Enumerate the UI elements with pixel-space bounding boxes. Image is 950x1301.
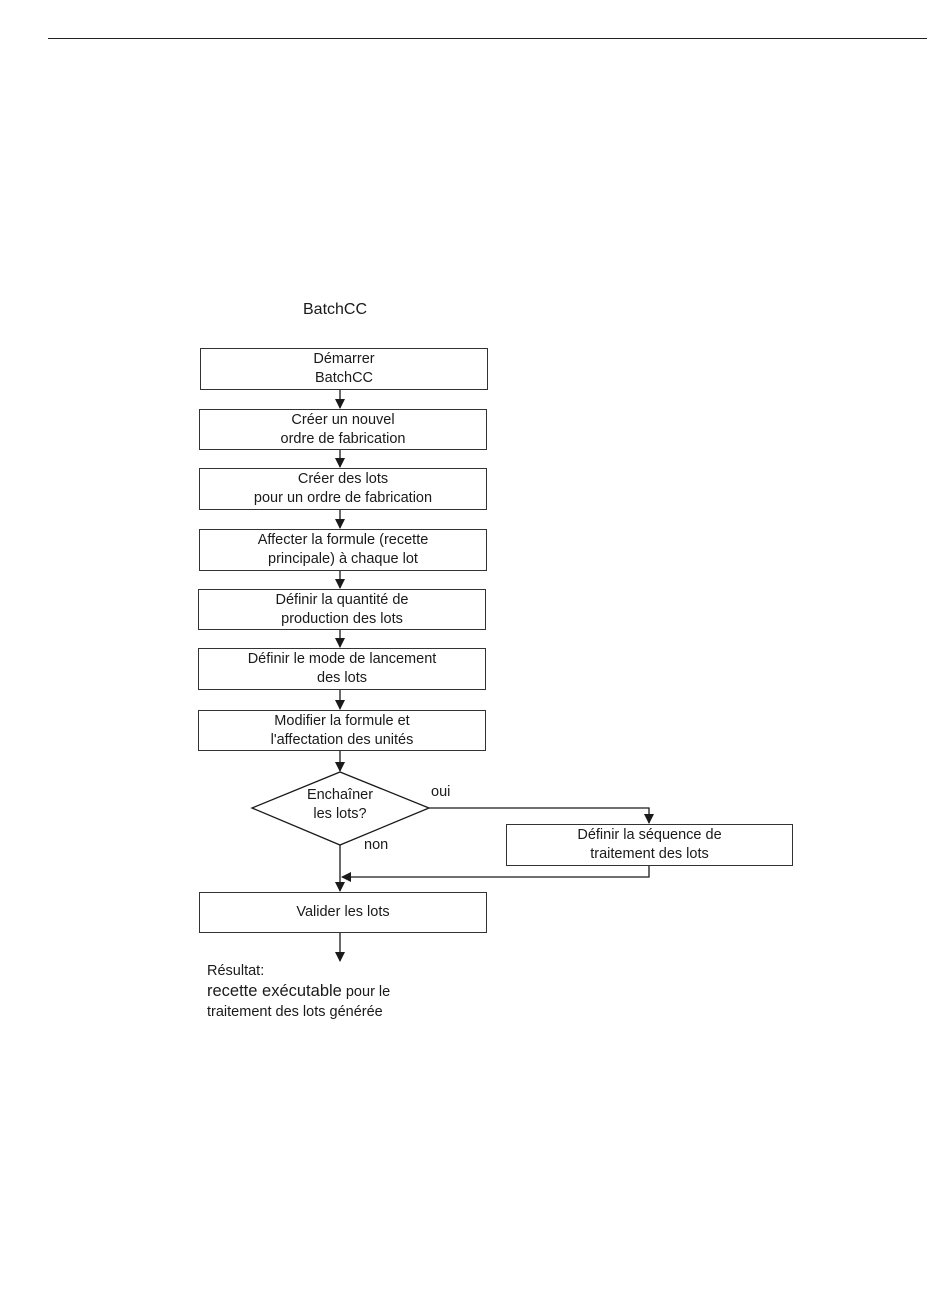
decision-line1: Enchaîner <box>306 787 374 803</box>
arrow-return <box>341 865 650 882</box>
result-line2: recette exécutable pour le <box>207 981 390 1002</box>
diagram-title: BatchCC <box>303 301 368 318</box>
step-define-quantity-line2: production des lots <box>281 610 403 627</box>
step-start-line1: Démarrer <box>313 351 375 367</box>
step-create-lots: Créer des lots pour un ordre de fabricat… <box>199 468 487 510</box>
step-start-line2: BatchCC <box>314 370 374 386</box>
step-modify-formula: Modifier la formule et l'affectation des… <box>198 710 486 751</box>
step-create-lots-line1: Créer des lots <box>297 471 389 487</box>
step-start: Démarrer BatchCC <box>200 348 488 390</box>
step-define-sequence: Définir la séquence de traitement des lo… <box>506 824 793 866</box>
top-rule <box>48 38 927 39</box>
decision-line2: les lots? <box>313 806 367 822</box>
result-emphasis: recette exécutable <box>207 982 342 1000</box>
step-assign-formula-line2: principale) à chaque lot <box>268 551 418 567</box>
step-create-lots-line2: pour un ordre de fabrication <box>253 490 433 506</box>
step-create-order-line2: ordre de fabrication <box>280 430 406 447</box>
step-define-quantity-line1: Définir la quantité de <box>275 591 409 608</box>
step-create-order-line1: Créer un nouvel <box>291 411 395 428</box>
step-define-sequence-line1: Définir la séquence de <box>577 827 722 843</box>
result-rest1: pour le <box>341 984 391 1000</box>
step-create-order: Créer un nouvel ordre de fabrication <box>199 409 487 450</box>
step-define-launch-mode-line1: Définir le mode de lancement <box>247 651 437 667</box>
result-line3: traitement des lots générée <box>207 1004 383 1020</box>
decision-no-label: non <box>364 837 389 853</box>
result-label: Résultat: <box>207 963 265 979</box>
arrow-yes <box>429 807 654 824</box>
step-assign-formula: Affecter la formule (recette principale)… <box>199 529 487 571</box>
step-modify-formula-line1: Modifier la formule et <box>274 712 410 729</box>
step-define-quantity: Définir la quantité de production des lo… <box>198 589 486 630</box>
decision-yes-label: oui <box>431 784 451 800</box>
decision-label: Enchaîner les lots? <box>252 786 428 824</box>
step-modify-formula-line2: l'affectation des unités <box>270 731 414 748</box>
step-define-launch-mode-line2: des lots <box>317 670 367 686</box>
result-block: Résultat: recette exécutable pour le tra… <box>207 961 390 1022</box>
step-define-launch-mode: Définir le mode de lancement des lots <box>198 648 486 690</box>
step-define-sequence-line2: traitement des lots <box>590 846 709 862</box>
step-validate-lots-label: Valider les lots <box>296 904 390 920</box>
step-validate-lots: Valider les lots <box>199 892 487 933</box>
step-assign-formula-line1: Affecter la formule (recette <box>257 532 429 548</box>
